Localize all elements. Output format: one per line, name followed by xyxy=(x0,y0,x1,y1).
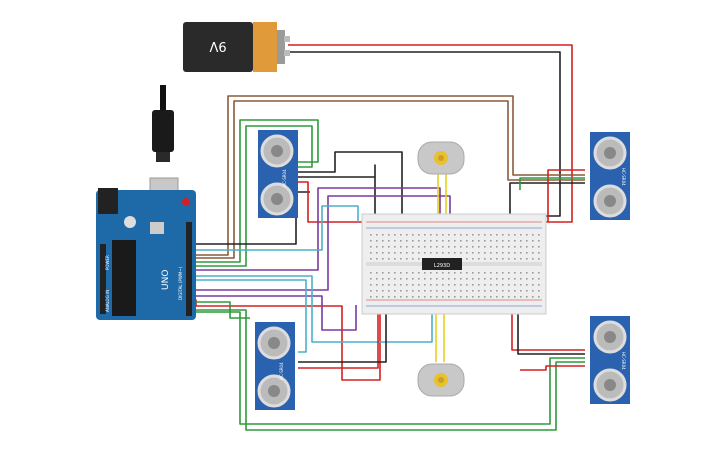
wire-red-tr[interactable] xyxy=(547,169,585,222)
wire-green-tl-2[interactable] xyxy=(196,125,313,267)
breadboard[interactable]: L293D xyxy=(361,213,547,315)
wire-black-2[interactable] xyxy=(298,164,376,222)
sensor-model-br: HC-SR04 xyxy=(621,352,626,370)
wire-green-tl-1[interactable] xyxy=(196,119,319,263)
wire-brown-top[interactable] xyxy=(196,95,585,256)
wire-green-tr[interactable] xyxy=(519,177,585,190)
wire-green-bottom-long[interactable] xyxy=(196,309,585,431)
ultrasonic-sensor-bottom-right[interactable]: HC-SR04 xyxy=(590,316,630,404)
arduino-digital-header: DIGITAL (PWM~) xyxy=(178,266,183,300)
wire-red-tl[interactable] xyxy=(298,181,372,223)
ultrasonic-sensor-top-left[interactable]: HC-SR04 xyxy=(258,130,298,218)
arduino-analog-header: ANALOG IN xyxy=(105,290,110,312)
battery-label: 9V xyxy=(209,38,226,53)
arduino-brand: UNO xyxy=(161,270,171,290)
wire-red-br[interactable] xyxy=(511,306,585,351)
wire-cyan-3[interactable] xyxy=(196,279,307,353)
battery-9v[interactable]: 9V xyxy=(183,22,290,72)
wire-green-bottom-long-2[interactable] xyxy=(196,311,585,425)
wire-cyan-1[interactable] xyxy=(196,205,359,251)
wire-brown-top-2[interactable] xyxy=(196,100,585,259)
wire-purple-2[interactable] xyxy=(196,195,451,291)
arduino-power-header: POWER xyxy=(105,255,110,270)
wire-red-bl[interactable] xyxy=(298,306,379,369)
arduino-uno[interactable]: UNO DIGITAL (PWM~) ANALOG IN POWER xyxy=(96,188,196,320)
sensor-model-tl: HC-SR04 xyxy=(282,169,287,187)
wire-cyan-2[interactable] xyxy=(196,275,433,343)
dc-motor-bottom[interactable] xyxy=(417,363,465,397)
sensor-model-tr: HC-SR04 xyxy=(621,168,626,186)
breadboard-holes xyxy=(370,234,540,298)
sensor-model-bl: HC-SR04 xyxy=(279,362,284,380)
wire-black-br[interactable] xyxy=(517,306,585,355)
driver-ic-label: L293D xyxy=(434,263,450,269)
wire-black-right[interactable] xyxy=(509,182,585,222)
wire-battery-black[interactable] xyxy=(288,51,561,217)
driver-ic[interactable]: L293D xyxy=(422,258,462,270)
wire-red-br-2[interactable] xyxy=(520,365,585,371)
ultrasonic-sensor-bottom-left[interactable]: HC-SR04 xyxy=(255,322,295,410)
wire-purple-3[interactable] xyxy=(196,295,357,331)
wire-purple-1[interactable] xyxy=(196,187,441,271)
wire-black-bl[interactable] xyxy=(298,306,387,363)
dc-motor-top[interactable] xyxy=(417,141,465,175)
wire-black-1[interactable] xyxy=(298,151,403,222)
ultrasonic-sensor-top-right[interactable]: HC-SR04 xyxy=(590,132,630,220)
